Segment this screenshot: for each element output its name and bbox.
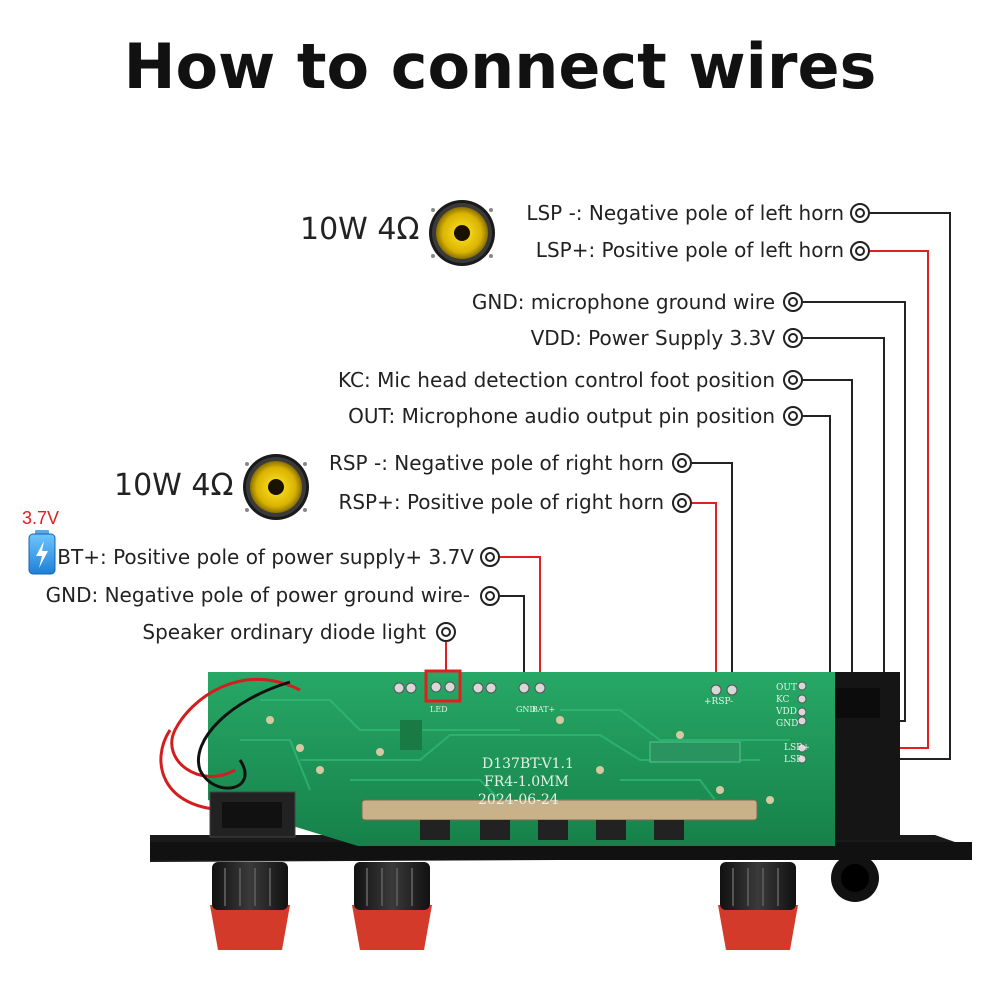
board-model-text: D137BT-V1.1 — [482, 756, 574, 772]
leader-vdd — [803, 337, 885, 713]
page-title: How to connect wires — [123, 30, 877, 103]
label-out: OUT: Microphone audio output pin positio… — [348, 404, 775, 428]
dc-jack — [209, 791, 296, 838]
target-icon-mic-gnd — [783, 292, 803, 312]
leader-pwr-gnd — [500, 595, 525, 688]
target-icon-diode — [436, 622, 456, 642]
pin-label-kc: KC — [776, 695, 789, 705]
pin-label-vdd: VDD — [775, 707, 797, 717]
pin-label-bat: BAT+ — [532, 705, 555, 714]
target-icon-rsp-pos — [672, 493, 692, 513]
battery-voltage: 3.7V — [22, 508, 60, 528]
pin-label-gnd: GND — [776, 719, 798, 729]
target-icon-pwr-gnd — [480, 586, 500, 606]
label-rsp-positive: RSP+: Positive pole of right horn — [338, 490, 664, 514]
board-date-text: 2024-06-24 — [478, 792, 559, 808]
target-icon-rsp-neg — [672, 453, 692, 473]
pcb-board — [208, 669, 835, 846]
board-material-text: FR4-1.0MM — [484, 774, 569, 790]
leader-out — [803, 415, 831, 687]
label-kc: KC: Mic head detection control foot posi… — [338, 368, 775, 392]
label-lsp-positive: LSP+: Positive pole of left horn — [535, 238, 844, 262]
pin-label-lsp-neg: LSP- — [784, 755, 805, 765]
speaker-spec-right: 10W 4Ω — [114, 468, 234, 503]
battery-icon — [28, 530, 56, 575]
label-lsp-negative: LSP -: Negative pole of left horn — [526, 201, 844, 225]
knob-icon-left — [210, 862, 290, 950]
pin-label-lsp-pos: LSP+ — [784, 743, 810, 753]
label-power-ground: GND: Negative pole of power ground wire- — [45, 583, 470, 607]
speaker-icon-left — [429, 200, 495, 266]
leader-mic-gnd — [803, 301, 906, 722]
target-icon-bt-pos — [480, 547, 500, 567]
speaker-spec-left: 10W 4Ω — [300, 212, 420, 247]
power-wires — [159, 677, 301, 812]
label-mic-ground: GND: microphone ground wire — [471, 290, 775, 314]
leader-bt-pos — [500, 556, 541, 688]
pin-label-rsp: +RSP- — [704, 697, 733, 707]
target-icon-lsp-neg — [850, 203, 870, 223]
target-icon-kc — [783, 370, 803, 390]
leader-rsp-neg — [692, 462, 733, 688]
label-rsp-negative: RSP -: Negative pole of right horn — [328, 451, 664, 475]
target-icon-out — [783, 406, 803, 426]
target-icon-lsp-pos — [850, 241, 870, 261]
label-vdd: VDD: Power Supply 3.3V — [530, 326, 775, 350]
pin-label-led: LED — [430, 705, 448, 714]
led-highlight-box — [424, 669, 462, 703]
speaker-icon-right — [243, 454, 309, 520]
pin-label-out: OUT — [776, 683, 797, 693]
knob-icon-middle — [352, 862, 432, 950]
leader-kc — [803, 379, 853, 700]
knob-icon-right — [718, 862, 798, 950]
label-bt-positive: BT+: Positive pole of power supply+ 3.7V — [57, 545, 474, 569]
leader-rsp-pos — [692, 502, 717, 688]
label-diode-light: Speaker ordinary diode light — [142, 620, 426, 644]
target-icon-vdd — [783, 328, 803, 348]
pin-label-gnd-power: GND — [516, 705, 536, 714]
